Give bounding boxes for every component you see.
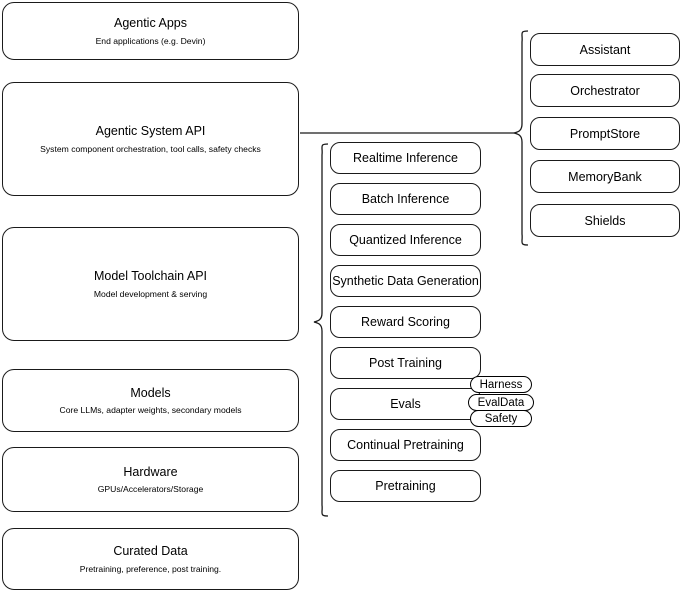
layer-subtitle: System component orchestration, tool cal… xyxy=(40,143,261,154)
component-box-memorybank[interactable]: MemoryBank xyxy=(530,160,680,193)
component-box-promptstore[interactable]: PromptStore xyxy=(530,117,680,150)
badge-evaldata[interactable]: EvalData xyxy=(468,394,534,411)
capability-box-realtime-inference[interactable]: Realtime Inference xyxy=(330,142,481,174)
brace-right-column xyxy=(513,30,529,246)
capability-box-synthetic-data-generation[interactable]: Synthetic Data Generation xyxy=(330,265,481,297)
capability-box-quantized-inference[interactable]: Quantized Inference xyxy=(330,224,481,256)
layer-subtitle: End applications (e.g. Devin) xyxy=(95,35,206,46)
layer-title: Agentic System API xyxy=(95,124,206,139)
layer-box-agentic-system-api[interactable]: Agentic System API System component orch… xyxy=(2,82,299,196)
brace-middle-column xyxy=(313,143,329,517)
component-box-orchestrator[interactable]: Orchestrator xyxy=(530,74,680,107)
layer-box-model-toolchain-api[interactable]: Model Toolchain API Model development & … xyxy=(2,227,299,341)
capability-box-batch-inference[interactable]: Batch Inference xyxy=(330,183,481,215)
capability-box-post-training[interactable]: Post Training xyxy=(330,347,481,379)
layer-title: Hardware xyxy=(123,464,178,479)
layer-subtitle: Model development & serving xyxy=(93,288,208,299)
layer-title: Models xyxy=(130,385,171,400)
layer-subtitle: Core LLMs, adapter weights, secondary mo… xyxy=(59,405,242,416)
capability-box-evals[interactable]: Evals xyxy=(330,388,481,420)
layer-title: Model Toolchain API xyxy=(93,269,208,284)
badge-harness[interactable]: Harness xyxy=(470,376,532,393)
layer-box-agentic-apps[interactable]: Agentic Apps End applications (e.g. Devi… xyxy=(2,2,299,60)
layer-subtitle: Pretraining, preference, post training. xyxy=(79,563,222,574)
layer-box-hardware[interactable]: Hardware GPUs/Accelerators/Storage xyxy=(2,447,299,512)
layer-title: Curated Data xyxy=(113,544,188,559)
capability-box-continual-pretraining[interactable]: Continual Pretraining xyxy=(330,429,481,461)
layer-title: Agentic Apps xyxy=(114,16,187,31)
capability-box-reward-scoring[interactable]: Reward Scoring xyxy=(330,306,481,338)
badge-safety[interactable]: Safety xyxy=(470,410,532,427)
component-box-assistant[interactable]: Assistant xyxy=(530,33,680,66)
layer-box-curated-data[interactable]: Curated Data Pretraining, preference, po… xyxy=(2,528,299,590)
layer-box-models[interactable]: Models Core LLMs, adapter weights, secon… xyxy=(2,369,299,432)
capability-box-pretraining[interactable]: Pretraining xyxy=(330,470,481,502)
component-box-shields[interactable]: Shields xyxy=(530,204,680,237)
layer-subtitle: GPUs/Accelerators/Storage xyxy=(97,484,204,495)
